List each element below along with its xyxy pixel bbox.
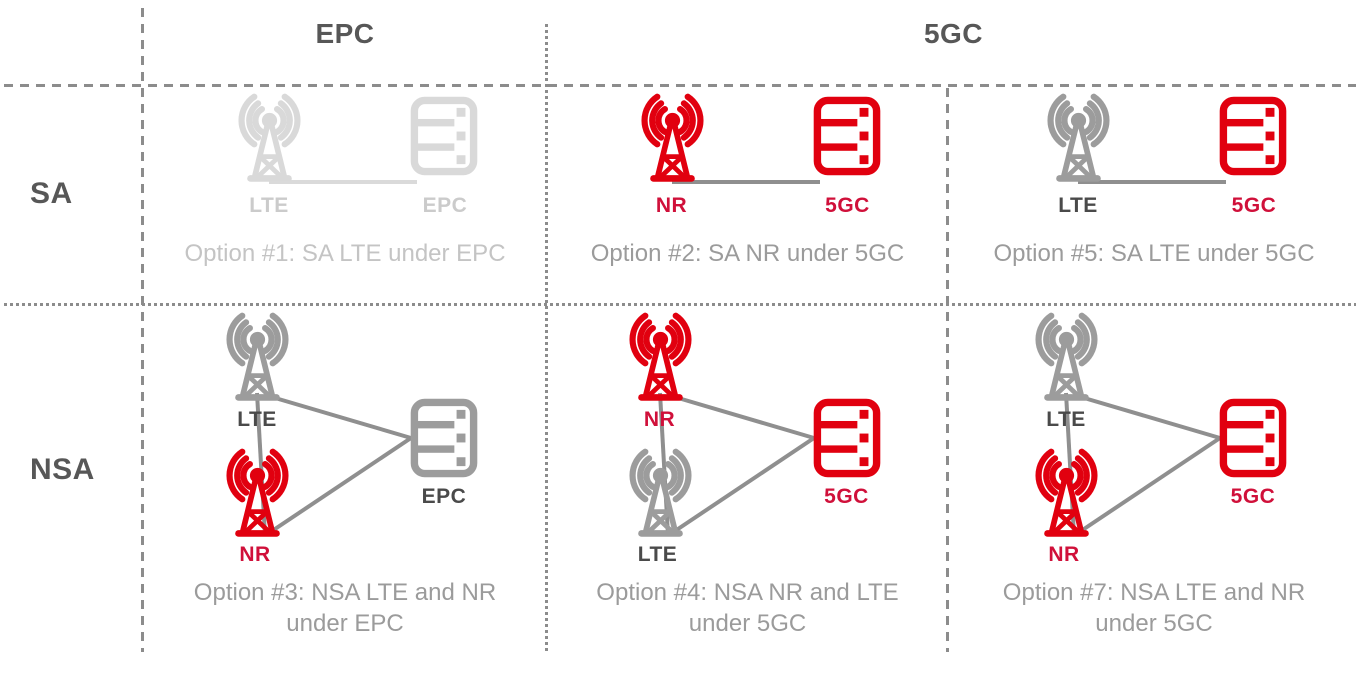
antenna-icon (632, 316, 688, 398)
connection-line (670, 436, 815, 535)
ran-label: LTE (1058, 194, 1098, 217)
row-header-nsa: NSA (30, 453, 95, 486)
ran-top-label: NR (643, 408, 676, 431)
core-label: EPC (421, 485, 467, 508)
diagram-canvas (954, 305, 1354, 655)
antenna-icon (1039, 452, 1095, 534)
ran-bottom-label: NR (1048, 543, 1080, 566)
connection-line (267, 436, 413, 535)
connection-line (666, 393, 815, 440)
core-label: 5GC (1230, 485, 1276, 508)
cell-option-1: LTE EPC Option #1: SA LTE under EPC (143, 86, 547, 305)
column-header-epc: EPC (315, 18, 375, 49)
row-header-sa: SA (30, 177, 73, 210)
divider-horizontal-header (4, 84, 1356, 87)
server-icon (1223, 402, 1282, 473)
cell-caption: Option #1: SA LTE under EPC (184, 240, 506, 267)
antenna-icon (230, 452, 286, 534)
server-icon (414, 100, 473, 171)
cell-caption: Option #4: NSA NR and LTE under 5GC (596, 579, 899, 637)
cell-caption: Option #7: NSA LTE and NR under 5GC (1002, 579, 1306, 637)
cell-option-4: NR LTE 5GC Option #4: NSA NR and LTE und… (547, 305, 948, 655)
cell-caption: Option #5: SA LTE under 5GC (993, 240, 1315, 267)
core-label: 5GC (824, 485, 869, 508)
cell-option-5: LTE 5GC Option #5: SA LTE under 5GC (948, 86, 1360, 305)
divider-vertical-rowlabels (141, 8, 144, 652)
cell-option-3: LTE NR EPC Option #3: NSA LTE and NR und… (143, 305, 547, 655)
divider-vertical-5gc-cells (946, 88, 949, 652)
cell-option-2: NR 5GC Option #2: SA NR under 5GC (547, 86, 948, 305)
divider-horizontal-sa-nsa (4, 303, 1356, 306)
connection-line (1076, 436, 1222, 535)
cell-option-7: LTE NR 5GC Option #7: NSA LTE and NR und… (948, 305, 1360, 655)
antenna-icon (242, 97, 298, 179)
server-icon (414, 402, 473, 473)
diagram-canvas (548, 305, 948, 655)
antenna-icon (644, 97, 700, 179)
antenna-icon (632, 452, 688, 534)
cell-caption: Option #3: NSA LTE and NR under EPC (193, 579, 497, 637)
server-icon (817, 402, 876, 473)
antenna-icon (1051, 97, 1107, 179)
diagram-canvas (954, 86, 1354, 184)
connection-line (264, 393, 412, 440)
ran-bottom-label: NR (239, 543, 271, 566)
core-label: EPC (422, 194, 468, 217)
divider-vertical-epc-5gc (545, 24, 548, 652)
core-label: 5GC (1231, 194, 1277, 217)
ran-top-label: LTE (1046, 408, 1086, 431)
connection-line (1073, 393, 1221, 440)
column-header-5gc: 5GC (923, 18, 984, 49)
diagram-canvas (145, 86, 545, 184)
core-label: 5GC (825, 194, 870, 217)
diagram-canvas (145, 305, 545, 655)
antenna-icon (1039, 316, 1095, 398)
server-icon (1223, 100, 1282, 171)
server-icon (817, 100, 876, 171)
diagram-canvas (548, 86, 948, 184)
ran-top-label: LTE (237, 408, 277, 431)
cell-caption: Option #2: SA NR under 5GC (590, 240, 905, 267)
ran-label: NR (655, 194, 688, 217)
ran-bottom-label: LTE (637, 543, 678, 566)
antenna-icon (230, 316, 286, 398)
ran-label: LTE (249, 194, 289, 217)
